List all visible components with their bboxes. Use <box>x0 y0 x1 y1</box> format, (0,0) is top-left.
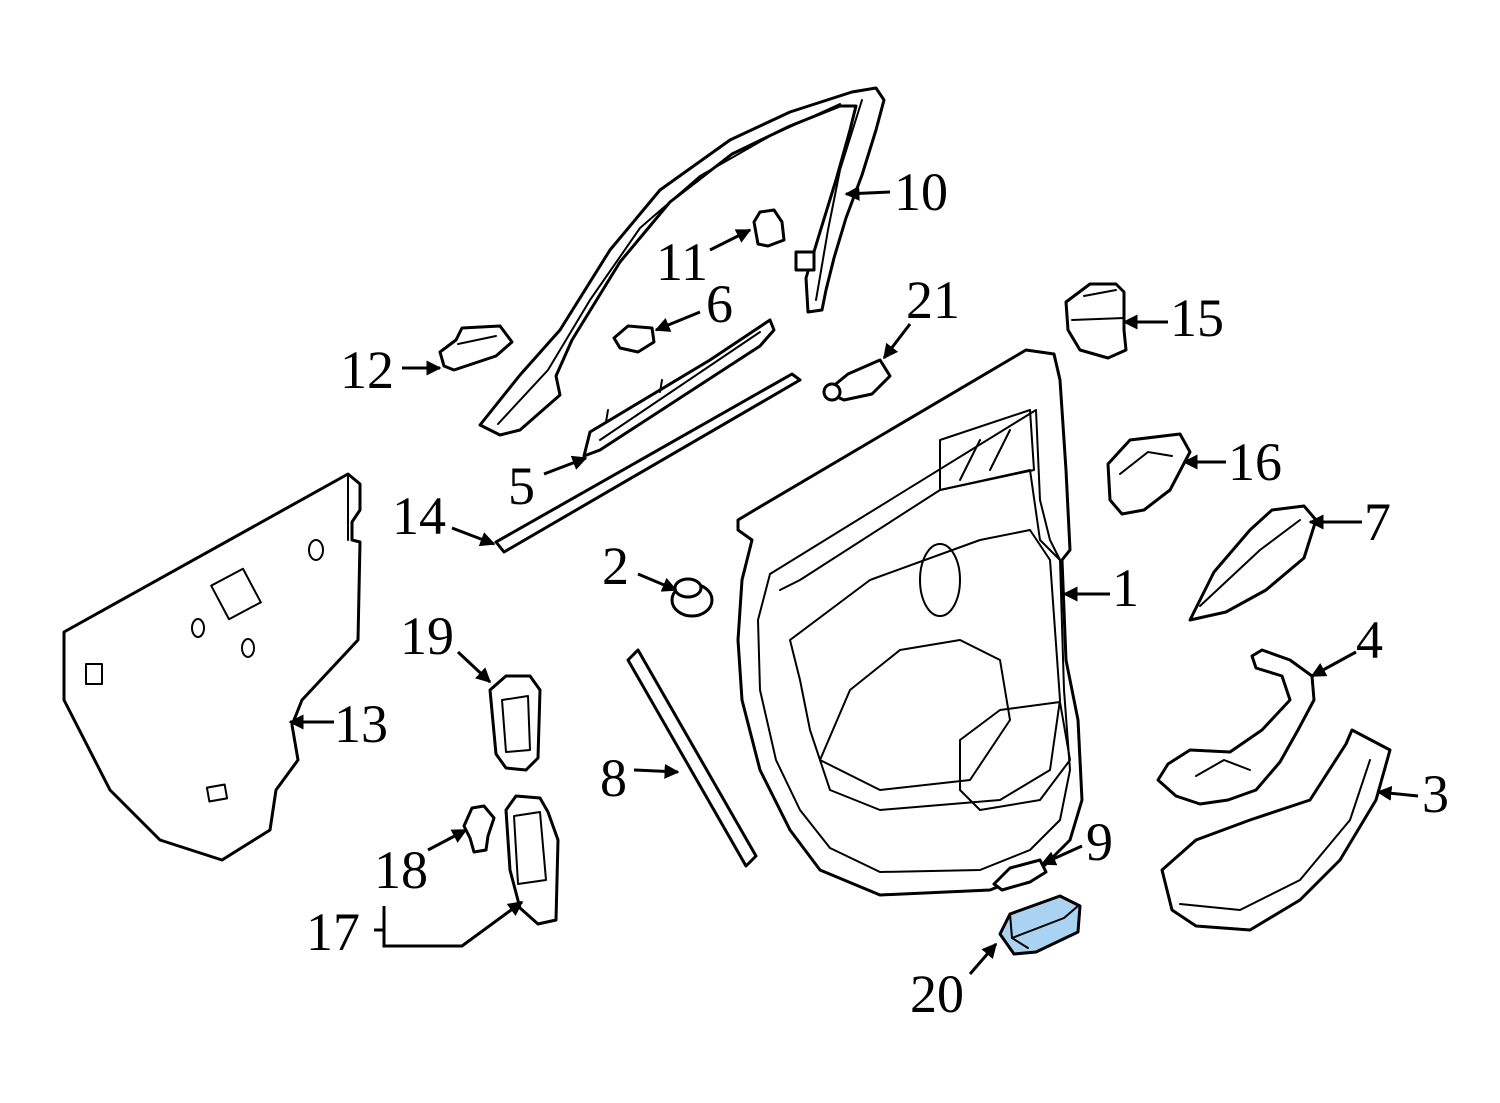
callout-15: 15 <box>1170 288 1224 348</box>
part-6-clip[interactable] <box>612 324 656 354</box>
callout-6: 6 <box>706 274 733 334</box>
callout-5: 5 <box>508 456 535 516</box>
callout-16: 16 <box>1228 432 1282 492</box>
part-16-switch-bezel[interactable] <box>1106 432 1192 516</box>
part-18-bulb[interactable] <box>462 804 496 854</box>
part-11-clip[interactable] <box>752 208 786 248</box>
callout-13: 13 <box>334 694 388 754</box>
callout-3: 3 <box>1422 764 1449 824</box>
part-8-weatherstrip[interactable] <box>626 648 758 868</box>
part-10-frame-seal[interactable] <box>478 86 886 437</box>
callout-21: 21 <box>906 270 960 330</box>
part-9-light-lens[interactable] <box>992 858 1048 892</box>
callout-11: 11 <box>656 232 708 292</box>
callout-19: 19 <box>400 606 454 666</box>
part-21-bulb[interactable] <box>822 358 892 402</box>
callout-20: 20 <box>910 964 964 1024</box>
callout-1: 1 <box>1112 558 1139 618</box>
part-7-trim-piece[interactable] <box>1188 504 1318 622</box>
callout-12: 12 <box>340 340 394 400</box>
callout-labels: 1 2 3 4 5 6 7 8 9 10 11 12 13 14 15 16 1… <box>306 162 1449 1024</box>
part-20-module-highlighted[interactable] <box>998 894 1082 956</box>
part-12-retainer[interactable] <box>438 324 514 372</box>
callout-14: 14 <box>392 486 446 546</box>
callout-8: 8 <box>600 748 627 808</box>
part-5-belt-molding[interactable] <box>582 318 776 458</box>
callout-7: 7 <box>1364 492 1391 552</box>
part-17-lamp-assembly[interactable] <box>504 794 560 926</box>
callout-18: 18 <box>374 840 428 900</box>
callout-2: 2 <box>602 536 629 596</box>
callout-10: 10 <box>894 162 948 222</box>
part-19-lamp-housing[interactable] <box>488 674 542 772</box>
part-15-switch[interactable] <box>1064 282 1128 360</box>
callout-17: 17 <box>306 902 360 962</box>
part-1-door-trim-panel[interactable] <box>736 348 1084 897</box>
part-14-seal-strip[interactable] <box>494 372 802 554</box>
part-13-insulation-panel[interactable] <box>62 472 362 862</box>
callout-4: 4 <box>1356 610 1383 670</box>
part-4-pull-handle[interactable] <box>1156 648 1316 806</box>
leader-lines <box>288 185 1419 975</box>
part-2-grommet[interactable] <box>670 577 714 618</box>
callout-9: 9 <box>1086 812 1113 872</box>
part-3-armrest-cover[interactable] <box>1160 728 1392 932</box>
